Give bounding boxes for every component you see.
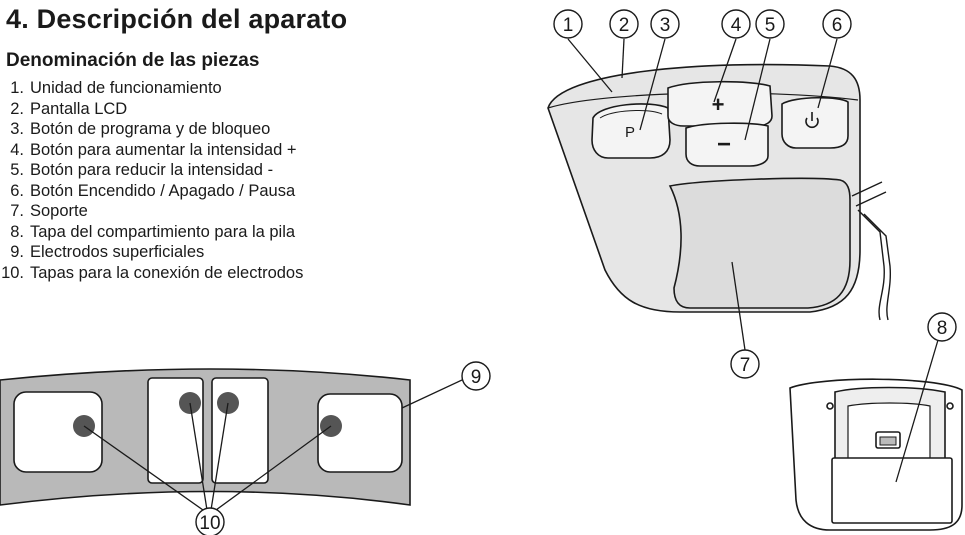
button-labels: P + −: [625, 92, 731, 158]
part-label: Tapas para la conexión de electrodos: [30, 263, 304, 282]
parts-list-item: 6. Botón Encendido / Apagado / Pausa: [0, 181, 303, 202]
svg-text:2: 2: [619, 15, 630, 36]
part-number: 5.: [10, 161, 24, 179]
parts-list-item: 1. Unidad de funcionamiento: [0, 78, 303, 99]
part-label: Pantalla LCD: [30, 99, 128, 118]
svg-text:4: 4: [731, 15, 742, 36]
svg-text:1: 1: [563, 15, 574, 36]
callout-7: 7: [730, 349, 760, 379]
part-label: Botón de programa y de bloqueo: [30, 120, 271, 138]
svg-text:9: 9: [471, 367, 482, 388]
parts-list-item: 3. Botón de programa y de bloqueo: [0, 119, 303, 140]
part-number: 1.: [10, 79, 24, 97]
screw-hole-icon: [826, 402, 834, 410]
plus-button-label: +: [712, 92, 725, 117]
callout-4: 4: [721, 9, 751, 39]
section-title: 4. Descripción del aparato: [6, 4, 348, 34]
parts-list-item: 2. Pantalla LCD: [0, 99, 303, 120]
callout-6: 6: [822, 9, 852, 39]
battery-compartment: [789, 378, 963, 531]
parts-list-item: 4. Botón para aumentar la intensidad +: [0, 140, 303, 161]
parts-list-item: 10. Tapas para la conexión de electrodos: [0, 263, 303, 284]
part-number: 3.: [10, 120, 24, 138]
callout-10-leaders: [83, 379, 463, 511]
callout-10: 10: [195, 507, 225, 535]
part-label: Unidad de funcionamiento: [30, 79, 222, 97]
part-number: 9.: [10, 243, 24, 261]
callout-3: 3: [650, 9, 680, 39]
battery-cover: [831, 457, 953, 524]
svg-text:8: 8: [937, 318, 948, 339]
part-label: Botón para aumentar la intensidad +: [30, 140, 297, 159]
callout-9: 9: [461, 361, 491, 391]
part-label: Tapa del compartimiento para la pila: [30, 222, 296, 241]
part-number: 8.: [10, 222, 24, 241]
svg-text:7: 7: [740, 355, 751, 376]
callout-2: 2: [609, 9, 639, 39]
part-label: Electrodos superficiales: [30, 243, 205, 261]
parts-list-item: 5. Botón para reducir la intensidad -: [0, 160, 303, 181]
callout-markers: 1 2 3 4 5 6 7 8 9 10: [195, 9, 957, 535]
svg-text:5: 5: [765, 15, 776, 36]
callout-1: 1: [553, 9, 583, 39]
device-cable: [851, 181, 892, 321]
part-label: Botón Encendido / Apagado / Pausa: [30, 181, 296, 200]
svg-text:6: 6: [832, 15, 843, 36]
battery-leader: [895, 339, 939, 483]
parts-subtitle: Denominación de las piezas: [6, 50, 260, 71]
electrode-pad: [0, 368, 411, 506]
program-button-label: P: [625, 124, 635, 141]
power-icon: [805, 112, 819, 129]
parts-list: 1. Unidad de funcionamiento 2. Pantalla LC…: [0, 78, 303, 283]
part-label: Botón para reducir la intensidad -: [30, 161, 274, 179]
parts-list-item: 8. Tapa del compartimiento para la pila: [0, 222, 303, 243]
part-number: 4.: [10, 140, 24, 159]
callout-8: 8: [927, 312, 957, 342]
control-unit-leaders: [567, 38, 838, 351]
part-number: 7.: [10, 202, 24, 220]
minus-button-label: −: [717, 131, 731, 158]
callout-5: 5: [755, 9, 785, 39]
screw-hole-icon: [946, 402, 954, 410]
parts-list-item: 9. Electrodos superficiales: [0, 242, 303, 263]
svg-text:3: 3: [660, 15, 671, 36]
part-label: Soporte: [30, 202, 88, 220]
part-number: 10.: [1, 263, 24, 282]
control-unit: [547, 63, 861, 313]
svg-text:10: 10: [199, 513, 220, 534]
part-number: 2.: [10, 99, 24, 118]
parts-list-item: 7. Soporte: [0, 201, 303, 222]
part-number: 6.: [10, 181, 24, 200]
